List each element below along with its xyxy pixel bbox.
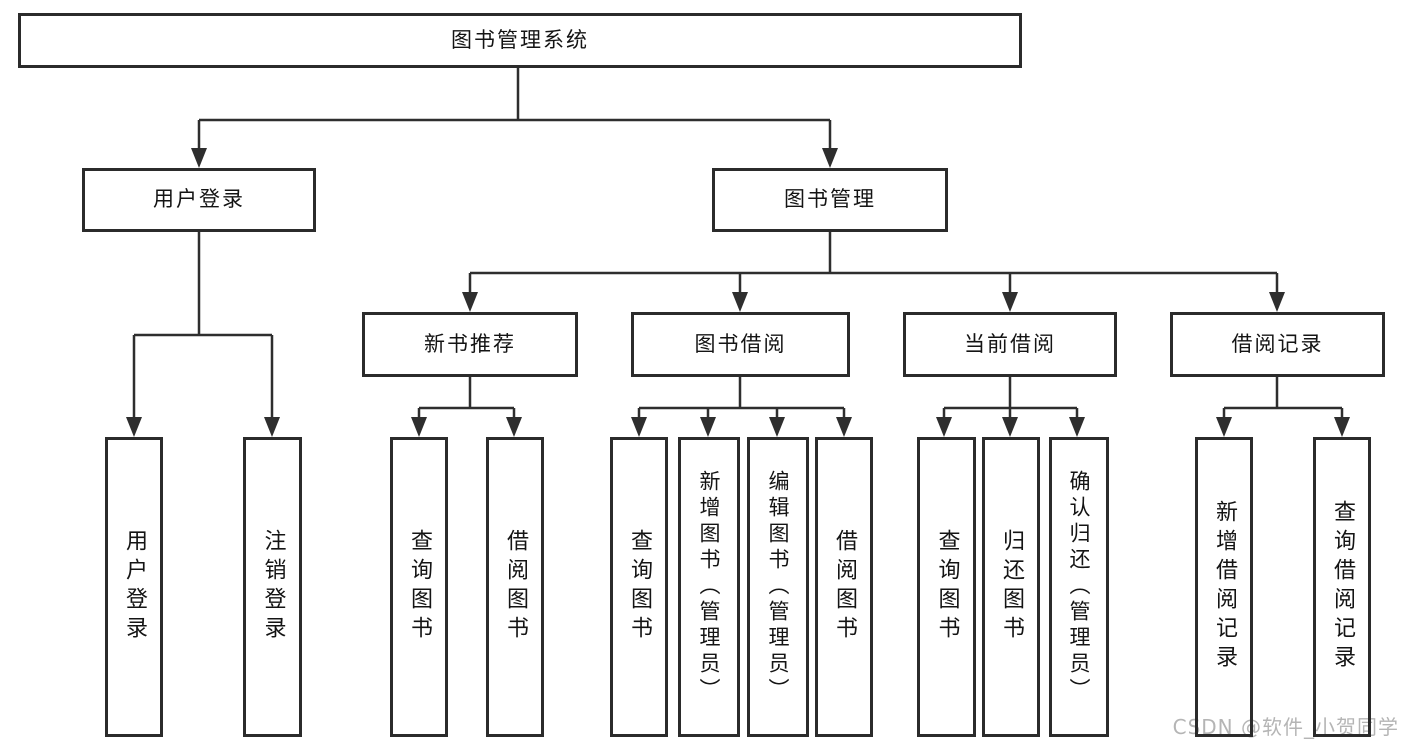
leaf-logout-login: 注销登录 — [243, 437, 302, 737]
leaf-borrow-add-books-admin: 新增图书（管理员） — [678, 437, 740, 737]
leaf-borrow-query-books: 查询图书 — [610, 437, 668, 737]
node-book-borrow: 图书借阅 — [631, 312, 850, 377]
leaf-borrow-borrow-books: 借阅图书 — [815, 437, 873, 737]
leaf-current-return-books: 归还图书 — [982, 437, 1040, 737]
node-user-login: 用户登录 — [82, 168, 316, 232]
arrowheads — [126, 148, 1350, 437]
node-book-management: 图书管理 — [712, 168, 948, 232]
node-current-borrow: 当前借阅 — [903, 312, 1117, 377]
leaf-recommend-query-books: 查询图书 — [390, 437, 448, 737]
leaf-user-login: 用户登录 — [105, 437, 163, 737]
tree-edges — [132, 67, 1344, 421]
node-library-system: 图书管理系统 — [18, 13, 1022, 68]
leaf-borrow-edit-books-admin: 编辑图书（管理员） — [747, 437, 809, 737]
leaf-current-query-books: 查询图书 — [917, 437, 976, 737]
leaf-records-query-record: 查询借阅记录 — [1313, 437, 1371, 737]
leaf-recommend-borrow-books: 借阅图书 — [486, 437, 544, 737]
leaf-current-confirm-return-admin: 确认归还（管理员） — [1049, 437, 1109, 737]
leaf-records-add-record: 新增借阅记录 — [1195, 437, 1253, 737]
node-new-book-recommend: 新书推荐 — [362, 312, 578, 377]
node-borrow-records: 借阅记录 — [1170, 312, 1385, 377]
